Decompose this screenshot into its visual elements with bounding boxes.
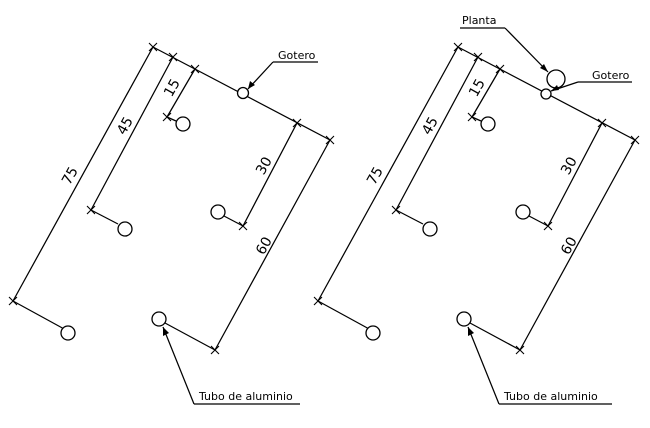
tube-hole (456, 311, 472, 327)
dimension-45-text: 45 (419, 114, 442, 137)
dimension-15: 15 (466, 64, 505, 122)
dimension-60: 60 (469, 135, 640, 355)
dimension-75: 75 (8, 42, 158, 331)
tube-hole (151, 311, 167, 327)
dimension-60-text: 60 (253, 234, 276, 257)
plant-circle (546, 69, 566, 89)
hole-marker (210, 204, 226, 220)
dimension-60: 60 (164, 135, 335, 355)
dimension-75-text: 75 (364, 164, 387, 187)
dimension-45: 45 (86, 52, 178, 225)
dimension-60-text: 60 (558, 234, 581, 257)
hole-marker (60, 325, 76, 341)
plant-label: Planta (462, 14, 496, 27)
dripper-callout: Gotero (247, 49, 318, 90)
dimension-75: 75 (313, 42, 463, 331)
hole-marker (515, 204, 531, 220)
dripper-label: Gotero (278, 49, 316, 62)
dimension-30: 30 (528, 118, 607, 231)
tube-label: Tubo de aluminio (198, 390, 293, 403)
hole-marker (480, 116, 496, 132)
hole-marker (175, 116, 191, 132)
plant-callout: Planta (460, 14, 549, 73)
hole-marker (365, 325, 381, 341)
dripper-hole (540, 88, 552, 100)
tube-label: Tubo de aluminio (503, 390, 598, 403)
dimension-15: 15 (161, 64, 200, 122)
dimension-15-text: 15 (161, 76, 184, 99)
dimension-45-text: 45 (114, 114, 137, 137)
tube-callout: Tubo de aluminio (162, 326, 300, 405)
dimension-30: 30 (223, 118, 302, 231)
dripper-hole (236, 86, 250, 100)
hole-marker (117, 221, 133, 237)
diagram-left: 75 45 15 30 (8, 42, 335, 405)
dripper-callout: Gotero (550, 69, 632, 92)
tube-callout: Tubo de aluminio (467, 326, 612, 405)
dimension-15-text: 15 (466, 76, 489, 99)
dimension-30-text: 30 (253, 154, 276, 177)
diagram-right: 75 45 15 30 (313, 14, 640, 405)
dripper-label: Gotero (592, 69, 630, 82)
dimension-75-text: 75 (59, 164, 82, 187)
dimension-45: 45 (391, 52, 483, 225)
hole-marker (422, 221, 438, 237)
dimension-30-text: 30 (558, 154, 581, 177)
